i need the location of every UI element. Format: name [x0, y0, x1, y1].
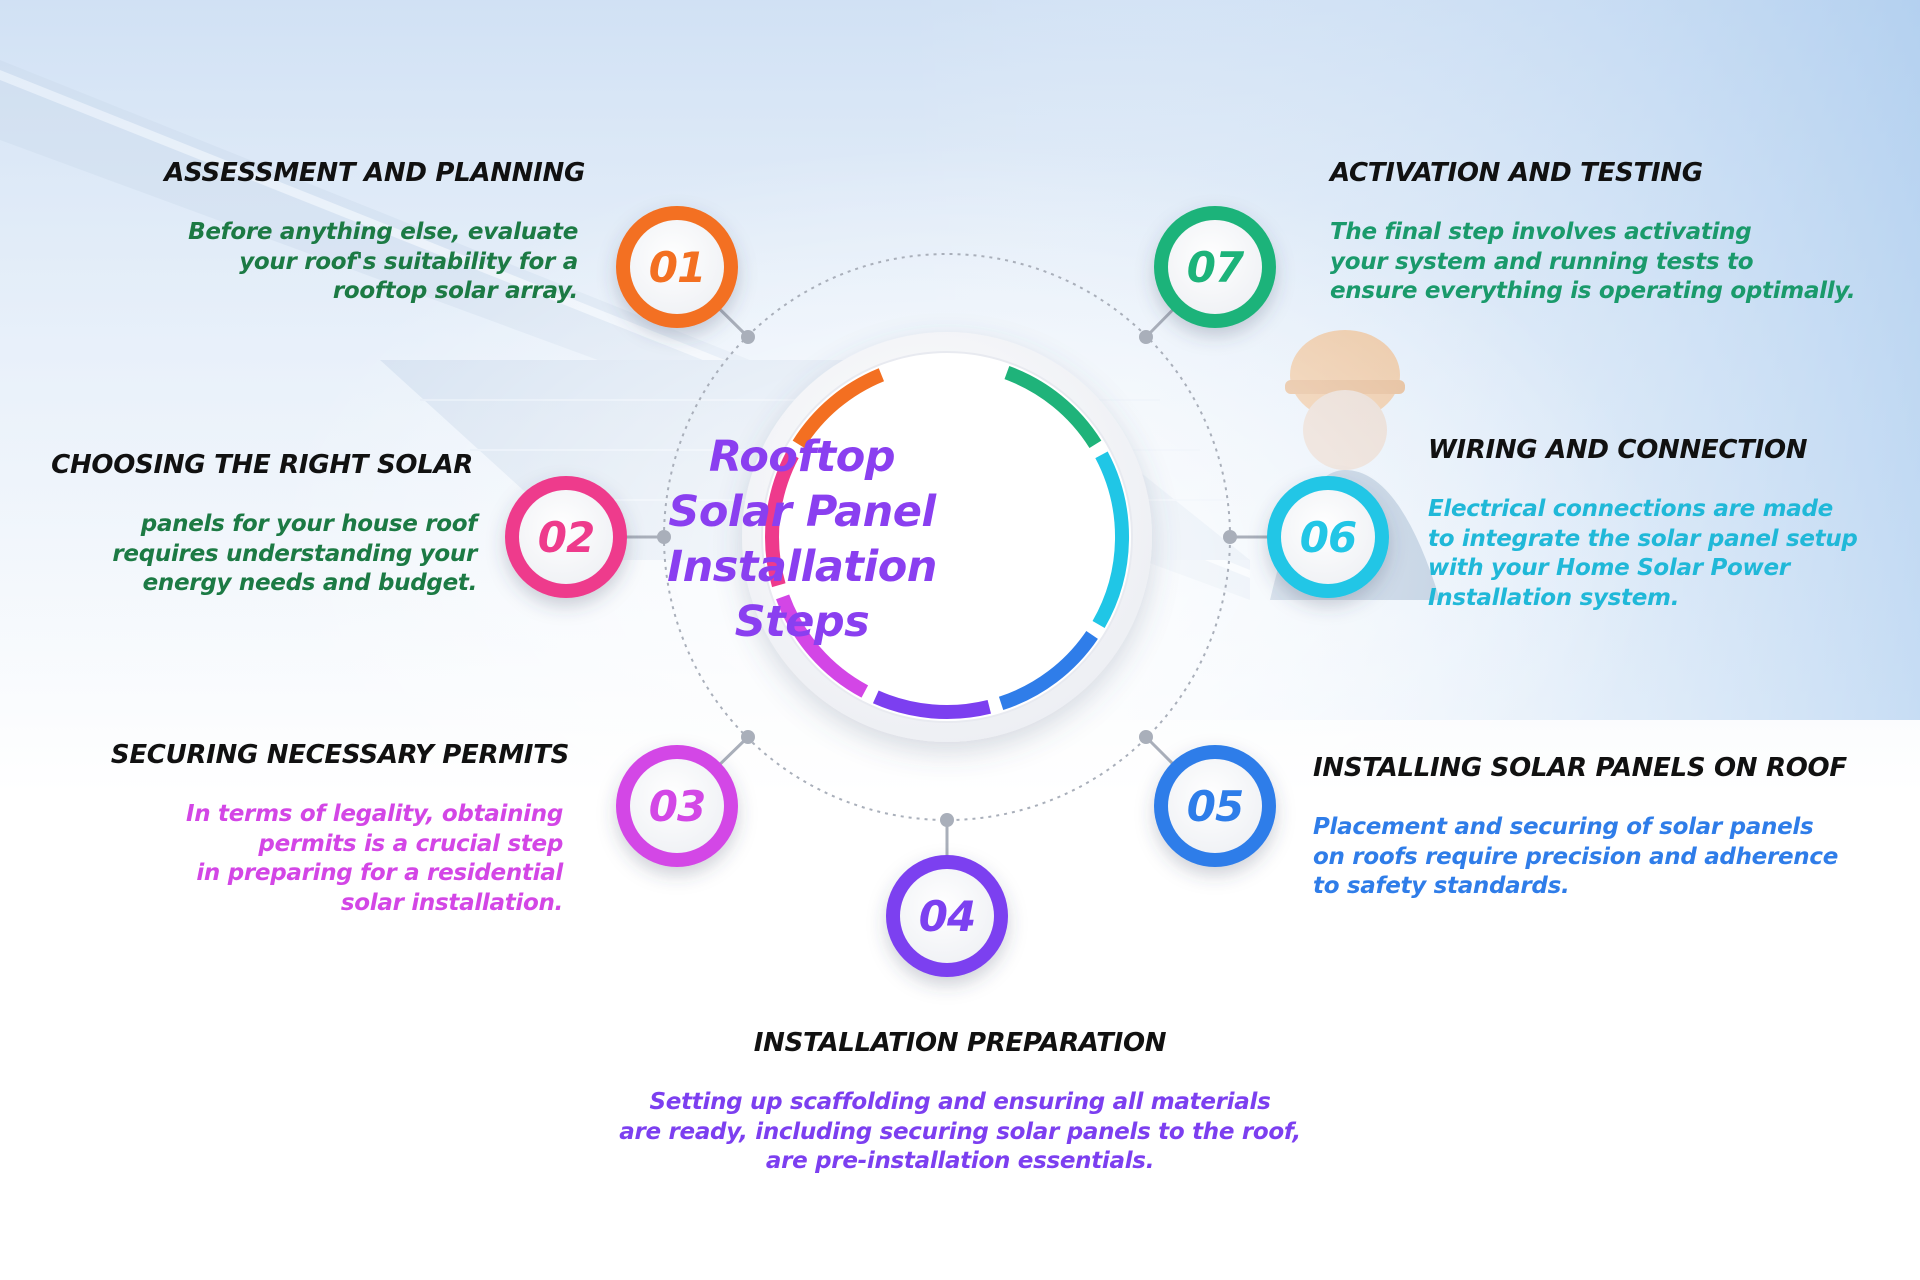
step-06-badge-core [1281, 490, 1375, 584]
step-06-badge: 06 [1267, 476, 1389, 598]
step-07-desc-line: The final step involves activating [1330, 219, 1752, 245]
step-06-number: 06 [1300, 513, 1356, 562]
step-05-desc-line: Placement and securing of solar panels [1313, 814, 1814, 840]
step-03-connector-dot [741, 730, 755, 744]
center-title: Rooftop Solar Panel Installation Steps [652, 430, 952, 650]
step-05-desc-line: to safety standards. [1313, 873, 1570, 899]
step-02-connector-dot [657, 530, 671, 544]
step-02-number: 02 [538, 513, 594, 562]
center-title-line: Solar Panel [668, 487, 936, 537]
step-01-badge-core [630, 220, 724, 314]
step-05-connector-dot [1139, 730, 1153, 744]
step-02-title: CHOOSING THE RIGHT SOLAR [51, 450, 473, 480]
center-arc-segment [792, 368, 885, 449]
step-05-number: 05 [1187, 782, 1243, 831]
step-01-description: Before anything else, evaluate your roof… [164, 218, 578, 307]
step-03-title: SECURING NECESSARY PERMITS [110, 740, 569, 770]
center-arc-segment [776, 594, 869, 698]
center-title-line: Installation [667, 542, 937, 592]
step-05-desc-line: on roofs require precision and adherence [1313, 843, 1838, 870]
step-06-desc-line: Installation system. [1428, 584, 1680, 611]
step-01-badge: 01 [616, 206, 738, 328]
step-01-text: ASSESSMENT AND PLANNING Before anything … [164, 158, 585, 307]
step-02-text: CHOOSING THE RIGHT SOLAR panels for your… [51, 450, 477, 599]
step-07-text: ACTIVATION AND TESTING The final step in… [1330, 158, 1856, 307]
step-01-desc-line: your roof's suitability for a [239, 248, 578, 275]
step-04-connector-dot [940, 813, 954, 827]
step-05-title: INSTALLING SOLAR PANELS ON ROOF [1313, 753, 1847, 783]
center-arc-segment [872, 690, 991, 720]
step-03-text: SECURING NECESSARY PERMITS In terms of l… [111, 740, 569, 918]
step-01-desc-line: Before anything else, evaluate [188, 219, 578, 245]
step-05-text: INSTALLING SOLAR PANELS ON ROOF Placemen… [1313, 753, 1847, 902]
step-04-desc-line: Setting up scaffolding and ensuring all … [649, 1089, 1271, 1115]
center-arc-segment [998, 630, 1098, 711]
step-05-badge: 05 [1154, 745, 1276, 867]
step-06-connector-dot [1223, 530, 1237, 544]
step-06-title: WIRING AND CONNECTION [1428, 435, 1808, 465]
step-02-desc-line: energy needs and budget. [142, 570, 478, 596]
center-arc-segment [765, 451, 799, 588]
center-arc-segment [1092, 451, 1130, 628]
center-title-line: Steps [734, 597, 870, 647]
center-arc-segment [1004, 366, 1102, 449]
step-01-title: ASSESSMENT AND PLANNING [164, 158, 585, 188]
center-disc-inner [761, 351, 1133, 723]
step-02-badge-core [519, 490, 613, 584]
step-03-description: In terms of legality, obtaining permits … [111, 800, 563, 918]
step-02-badge: 02 [505, 476, 627, 598]
step-04-title: INSTALLATION PREPARATION [753, 1028, 1167, 1058]
step-04-description: Setting up scaffolding and ensuring all … [610, 1088, 1310, 1177]
step-04-number: 04 [919, 892, 975, 941]
step-05-description: Placement and securing of solar panels o… [1313, 813, 1847, 902]
step-07-desc-line: your system and running tests to [1330, 248, 1754, 275]
step-03-desc-line: permits is a crucial step [258, 830, 563, 857]
step-04-desc-line: are ready, including securing solar pane… [619, 1118, 1301, 1145]
step-07-title: ACTIVATION AND TESTING [1330, 158, 1703, 188]
step-07-number: 07 [1187, 243, 1245, 292]
step-badges: 01 02 03 04 05 06 07 [505, 206, 1389, 977]
step-03-number: 03 [649, 782, 705, 831]
step-06-text: WIRING AND CONNECTION Electrical connect… [1428, 435, 1858, 613]
step-07-badge-core [1168, 220, 1262, 314]
step-02-desc-line: requires understanding your [112, 540, 477, 567]
step-07-badge: 07 [1154, 206, 1276, 328]
step-05-badge-core [1168, 759, 1262, 853]
step-04-badge: 04 [886, 855, 1008, 977]
center-progress-arcs [765, 366, 1130, 720]
step-06-desc-line: Electrical connections are made [1428, 496, 1833, 522]
step-06-desc-line: with your Home Solar Power [1428, 555, 1790, 581]
step-06-description: Electrical connections are made to integ… [1428, 495, 1858, 613]
step-07-desc-line: ensure everything is operating optimally… [1330, 278, 1856, 304]
step-01-desc-line: rooftop solar array. [332, 278, 578, 304]
step-07-connector-dot [1139, 330, 1153, 344]
step-06-desc-line: to integrate the solar panel setup [1428, 525, 1858, 552]
step-01-connector-dot [741, 330, 755, 344]
center-title-line: Rooftop [708, 432, 896, 482]
step-04-badge-core [900, 869, 994, 963]
step-03-desc-line: In terms of legality, obtaining [186, 801, 563, 827]
step-03-badge-core [630, 759, 724, 853]
step-01-number: 01 [649, 243, 705, 292]
step-03-badge: 03 [616, 745, 738, 867]
step-02-desc-line: panels for your house roof [140, 511, 478, 537]
step-04-desc-line: are pre-installation essentials. [765, 1148, 1155, 1174]
step-03-desc-line: in preparing for a residential [196, 860, 563, 886]
step-02-description: panels for your house roof requires unde… [51, 510, 477, 599]
step-07-description: The final step involves activating your … [1330, 218, 1856, 307]
step-03-desc-line: solar installation. [340, 889, 563, 916]
step-04-text: INSTALLATION PREPARATION Setting up scaf… [610, 1028, 1310, 1177]
